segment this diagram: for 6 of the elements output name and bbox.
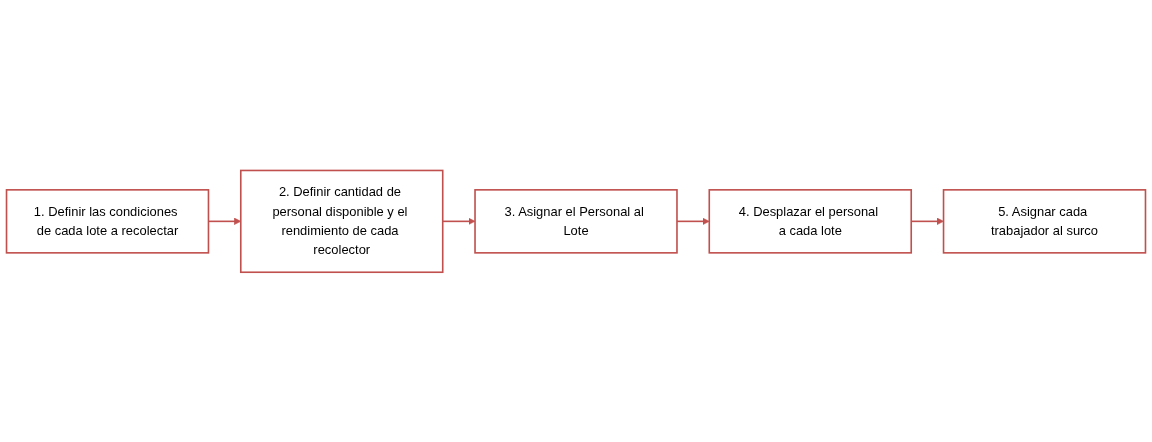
node-box: 4. Desplazar el personal a cada lote bbox=[708, 188, 913, 254]
node-box: 3. Asignar el Personal al Lote bbox=[474, 188, 678, 254]
node-box: 2. Definir cantidad de personal disponible y el rendimiento de cada recolector bbox=[239, 169, 444, 273]
node-box: 5. Asignar cada trabajador al surco bbox=[942, 188, 1147, 254]
arrow bbox=[676, 217, 710, 225]
node-box: 1. Definir las condiciones de cada lote a recolectar bbox=[5, 188, 210, 254]
